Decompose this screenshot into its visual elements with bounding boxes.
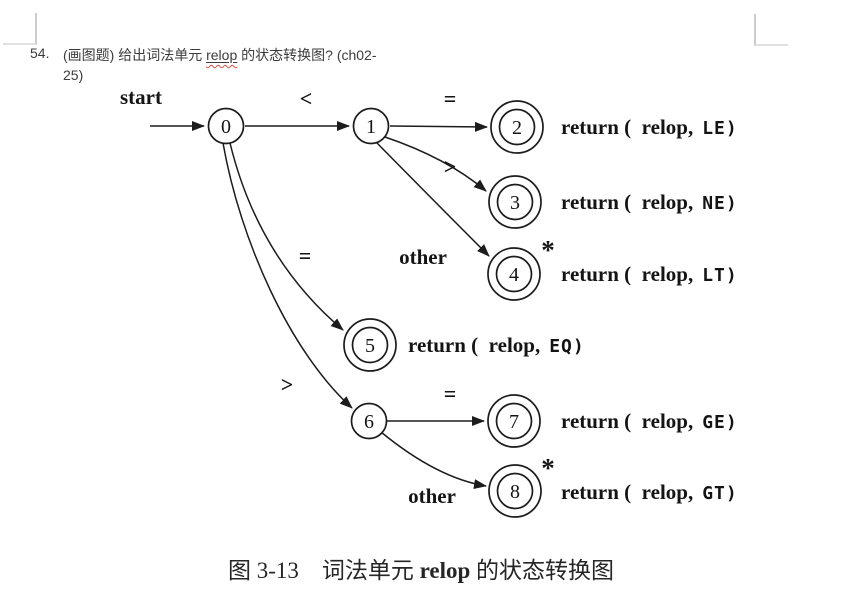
transition-0-6 (222, 142, 353, 409)
state-8-label: 8 (510, 481, 520, 503)
state-4-label: 4 (509, 264, 519, 286)
return-5-code: EQ) (549, 336, 585, 357)
start-label: start (120, 85, 162, 109)
caption-term: relop (419, 558, 471, 583)
return-label-state-3: return ( relop, NE) (561, 190, 738, 217)
question-text-before: (画图题) 给出词法单元 (63, 47, 207, 63)
return-8-prefix: return ( relop, (561, 480, 694, 504)
state-7-circle (495, 402, 533, 440)
transition-label-0-5: = (299, 243, 312, 268)
state-5-label: 5 (365, 335, 375, 357)
question-text: (画图题) 给出词法单元 relop 的状态转换图? (ch02- (63, 45, 377, 65)
question-text-after: 的状态转换图? (ch02- (237, 47, 377, 63)
transition-label-0-6: > (281, 372, 294, 397)
state-7-label: 7 (509, 411, 519, 433)
state-4-star: * (541, 235, 555, 265)
state-3-label: 3 (510, 192, 520, 214)
transition-6-8 (380, 431, 487, 489)
return-7-prefix: return ( relop, (561, 409, 694, 433)
return-8-code: GT) (702, 483, 738, 504)
state-1-circle (352, 107, 390, 145)
transition-0-5 (229, 142, 344, 331)
return-5-prefix: return ( relop, (408, 333, 541, 357)
state-8-star: * (541, 453, 555, 483)
question-number: 54. (30, 45, 50, 61)
transition-1-4 (376, 142, 490, 257)
state-1-label: 1 (366, 116, 376, 138)
state-0-circle (207, 107, 245, 145)
state-8-circle (496, 472, 534, 510)
return-label-state-5: return ( relop, EQ) (408, 333, 585, 360)
transition-label-1-4: other (399, 245, 447, 269)
transition-label-1-2: = (444, 86, 457, 111)
state-2-label: 2 (512, 117, 522, 139)
caption-suffix: 的状态转换图 (470, 558, 615, 583)
return-4-prefix: return ( relop, (561, 262, 694, 286)
return-4-code: LT) (702, 265, 738, 286)
spellcheck-underline: relop (206, 47, 237, 63)
return-label-state-7: return ( relop, GE) (561, 409, 738, 436)
state-6-circle (350, 402, 388, 440)
state-2-circle (498, 108, 536, 146)
figure-caption: 图 3-13 词法单元 relop 的状态转换图 (0, 551, 842, 585)
return-label-state-4: return ( relop, LT) (561, 262, 738, 289)
text-boundary-corner-left (3, 13, 37, 45)
transition-label-6-8: other (408, 484, 456, 508)
return-2-code: LE) (702, 118, 738, 139)
state-3-circle (496, 183, 534, 221)
transition-1-2 (389, 121, 488, 132)
return-label-state-8: return ( relop, GT) (561, 480, 738, 507)
state-4-circle (495, 255, 533, 293)
text-boundary-corner-right (754, 14, 788, 46)
return-2-prefix: return ( relop, (561, 115, 694, 139)
caption-prefix: 图 3-13 词法单元 (227, 558, 420, 583)
return-3-code: NE) (702, 193, 738, 214)
state-5-circle (351, 326, 389, 364)
transition-1-3 (384, 136, 487, 192)
return-3-prefix: return ( relop, (561, 190, 694, 214)
state-0-label: 0 (221, 116, 231, 138)
transition-label-0-1: < (300, 86, 313, 111)
term-relop: relop (206, 47, 238, 63)
state-6-label: 6 (364, 411, 374, 433)
transition-label-1-3: > (444, 154, 457, 179)
transition-label-6-7: = (444, 381, 457, 406)
return-label-state-2: return ( relop, LE) (561, 115, 738, 142)
return-7-code: GE) (702, 412, 738, 433)
question-line2: 25) (63, 67, 84, 83)
